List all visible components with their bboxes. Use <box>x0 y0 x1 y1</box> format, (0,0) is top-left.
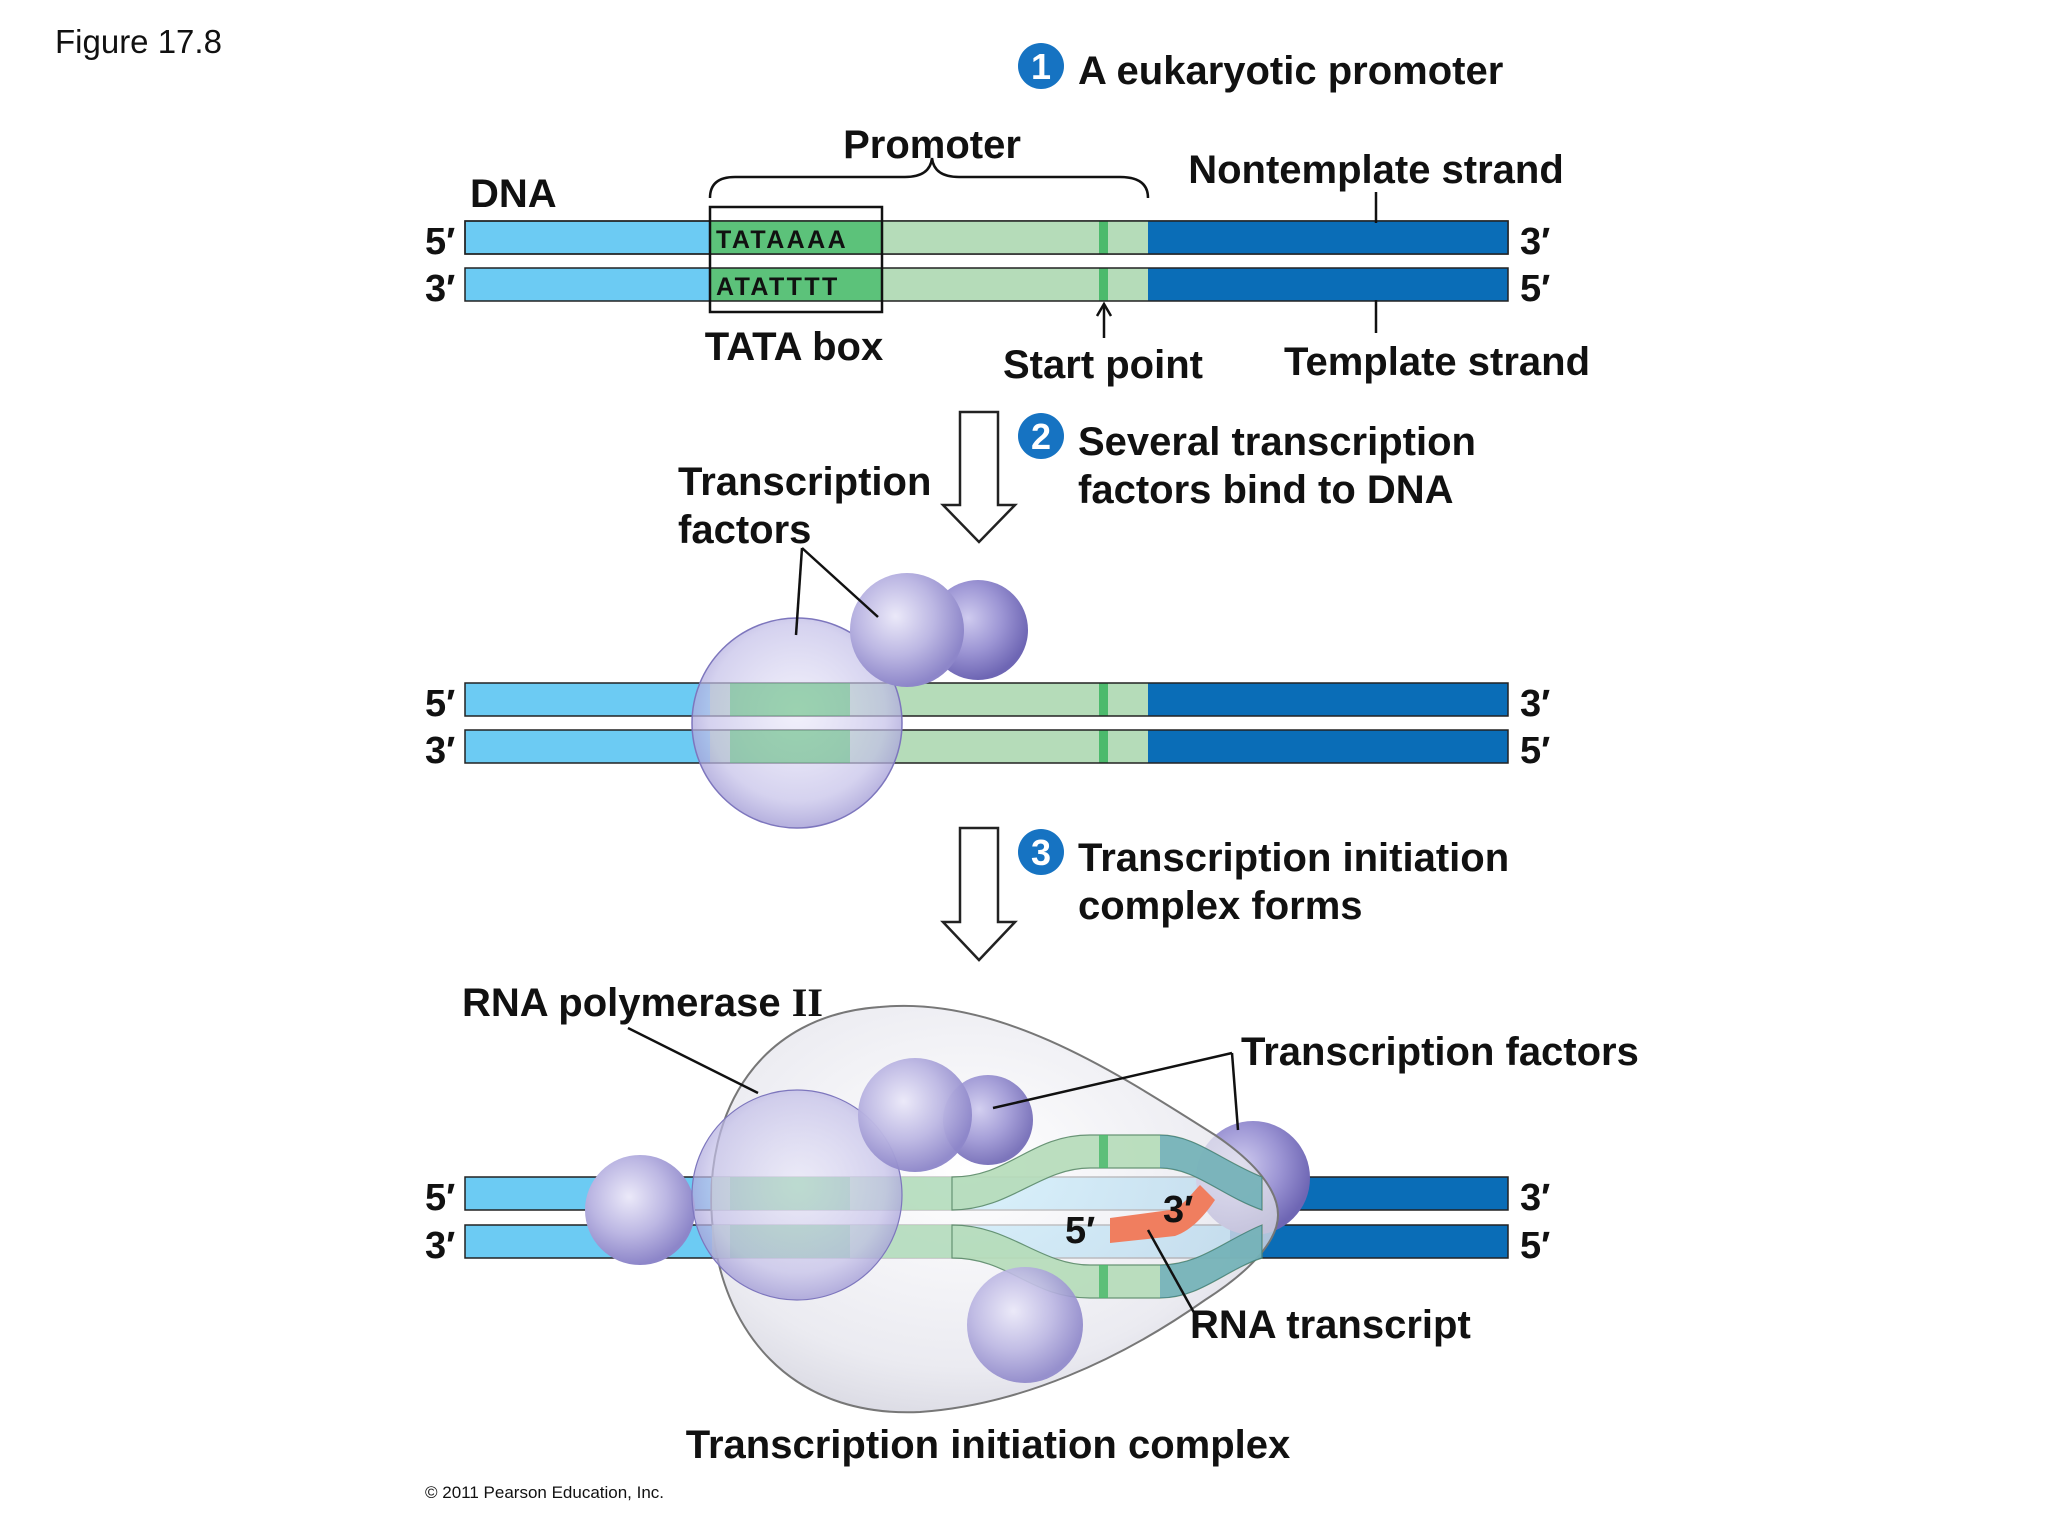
step-1: 1 A eukaryotic promoter DNA Promoter TAT… <box>425 43 1590 387</box>
tata-box-outline <box>708 205 884 314</box>
rna-transcript <box>1110 1185 1215 1243</box>
tata-box-label: TATA box <box>705 325 883 369</box>
tata-bottom-sequence: ATATTTT <box>716 273 840 301</box>
factor-lower-3 <box>967 1267 1083 1383</box>
step-3-title-line2: complex forms <box>1078 884 1363 928</box>
strand-end-bottom-left: 3′ <box>425 268 455 310</box>
rna-polymerase-roman: II <box>792 980 823 1025</box>
strand-end-top-left-3: 5′ <box>425 1177 455 1219</box>
tf-leader-b <box>801 547 879 618</box>
strand-end-top-left: 5′ <box>425 221 455 263</box>
tf-leader-a <box>794 547 804 636</box>
process-arrow-1 <box>940 410 1018 544</box>
figure-label: Figure 17.8 <box>55 23 222 60</box>
rna-end-3prime: 3′ <box>1163 1189 1193 1231</box>
rna-end-5prime: 5′ <box>1065 1210 1095 1252</box>
nontemplate-strand-label: Nontemplate strand <box>1188 148 1564 192</box>
tata-box-top <box>710 221 882 254</box>
strand-end-top-right-3: 3′ <box>1520 1177 1550 1219</box>
start-point-top <box>1099 221 1108 254</box>
step-1-number-circle <box>1018 43 1064 89</box>
rna-polymerase-label: RNA polymerase II <box>462 980 823 1025</box>
template-strand-label: Template strand <box>1284 340 1590 384</box>
transcription-factors-right-label: Transcription factors <box>1241 1030 1639 1074</box>
factor-tfiid-3 <box>691 1089 903 1301</box>
dna-label: DNA <box>470 172 557 216</box>
step-2-title-line2: factors bind to DNA <box>1078 468 1454 512</box>
step-1-number: 1 <box>1031 46 1051 87</box>
initiation-complex-label: Transcription initiation complex <box>686 1423 1291 1467</box>
start-point-bottom <box>1099 268 1108 301</box>
strand-end-bottom-right-3: 5′ <box>1520 1225 1550 1267</box>
transcription-factors-label-line1: Transcription <box>678 460 931 504</box>
strand-end-top-right: 3′ <box>1520 221 1550 263</box>
step-2: 2 Several transcription factors bind to … <box>425 413 1550 829</box>
strand-end-bottom-left-2: 3′ <box>425 730 455 772</box>
factor-left-3 <box>585 1155 695 1265</box>
step-2-number: 2 <box>1031 416 1051 457</box>
step-3-number-circle <box>1018 829 1064 875</box>
strand-end-top-right-2: 3′ <box>1520 683 1550 725</box>
promoter-brace <box>708 157 1150 199</box>
rna-transcript-label: RNA transcript <box>1190 1303 1471 1347</box>
copyright: © 2011 Pearson Education, Inc. <box>425 1483 664 1502</box>
factor-small-3 <box>858 1058 972 1172</box>
factor-small-2 <box>850 573 964 687</box>
step-2-number-circle <box>1018 413 1064 459</box>
step-2-title-line1: Several transcription <box>1078 420 1476 464</box>
rna-transcript-leader <box>1146 1229 1199 1319</box>
nontemplate-dark-region <box>1148 221 1508 254</box>
strand-end-bottom-left-3: 3′ <box>425 1225 455 1267</box>
tf-right-leader-b <box>1230 1052 1240 1131</box>
strand-end-top-left-2: 5′ <box>425 683 455 725</box>
tata-box-bottom <box>710 268 882 301</box>
transcription-factors-label-line2: factors <box>678 508 811 552</box>
strand-end-bottom-right: 5′ <box>1520 268 1550 310</box>
template-dark-region <box>1148 268 1508 301</box>
step-3-number: 3 <box>1031 832 1051 873</box>
rna-pol-leader <box>627 1026 759 1095</box>
step-3-title-line1: Transcription initiation <box>1078 836 1509 880</box>
tata-top-sequence: TATAAAA <box>716 226 848 254</box>
start-point-label: Start point <box>1003 343 1203 387</box>
strand-end-bottom-right-2: 5′ <box>1520 730 1550 772</box>
tf-right-leader-a <box>992 1051 1233 1110</box>
step-1-title: A eukaryotic promoter <box>1078 49 1503 93</box>
step-3: 3 Transcription initiation complex forms… <box>425 829 1639 1467</box>
process-arrow-2 <box>940 826 1018 962</box>
bubble-top-strand <box>951 1134 1263 1211</box>
